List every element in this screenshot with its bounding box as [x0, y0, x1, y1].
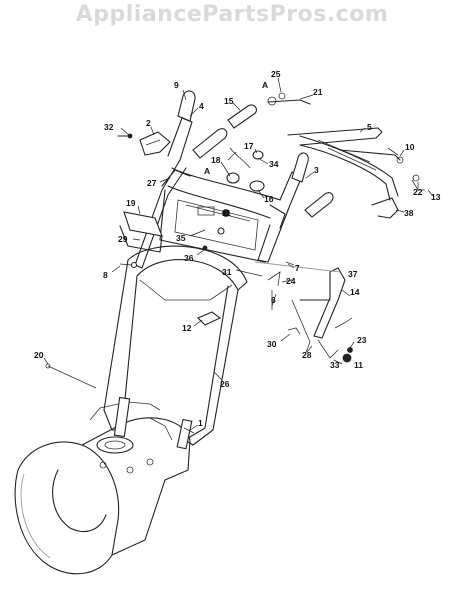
callout-3: 3	[314, 165, 319, 175]
callout-37: 37	[348, 269, 358, 279]
grip-15	[227, 104, 257, 129]
callout-38: 38	[404, 208, 414, 218]
callout-25: 25	[271, 69, 281, 79]
callout-21: 21	[313, 87, 323, 97]
control-linkages	[267, 92, 425, 219]
callout-15: 15	[224, 96, 234, 106]
callout-30: 30	[267, 339, 277, 349]
callout-32: 32	[104, 122, 114, 132]
right-arm	[254, 261, 346, 356]
leader-lines	[43, 77, 434, 431]
callout-29: 29	[118, 234, 128, 244]
callout-11-upper: 11	[222, 208, 231, 218]
callout-28: 28	[302, 350, 312, 360]
hand-grips	[177, 90, 334, 218]
callout-labels: 9 4 15 A 25 21 5 32 2 17 10 34 18 A 27 3…	[34, 69, 441, 428]
callout-11-lower: 11	[354, 360, 363, 370]
auger-housing	[14, 401, 191, 575]
callout-a-lower: A	[204, 166, 210, 176]
callout-9: 9	[174, 80, 179, 90]
callout-18: 18	[211, 155, 221, 165]
callout-19: 19	[126, 198, 136, 208]
callout-33: 33	[330, 360, 340, 370]
small-hardware	[45, 147, 353, 434]
callout-20: 20	[34, 350, 44, 360]
callout-35: 35	[176, 233, 186, 243]
callout-16: 16	[264, 194, 274, 204]
callout-14: 14	[350, 287, 360, 297]
callout-31: 31	[222, 267, 232, 277]
left-controls	[117, 131, 171, 253]
callout-4: 4	[199, 101, 204, 111]
callout-24: 24	[286, 276, 296, 286]
callout-34: 34	[269, 159, 279, 169]
callout-12: 12	[182, 323, 192, 333]
callout-6: 6	[271, 295, 276, 305]
callout-5: 5	[367, 122, 372, 132]
callout-23: 23	[357, 335, 367, 345]
callout-10: 10	[405, 142, 415, 152]
callout-2: 2	[146, 118, 151, 128]
upper-handle	[134, 117, 303, 269]
lower-handle	[103, 245, 248, 450]
callout-22: 22	[413, 187, 423, 197]
callout-8: 8	[103, 270, 108, 280]
callout-13: 13	[431, 192, 441, 202]
callout-27: 27	[147, 178, 157, 188]
callout-17: 17	[244, 141, 254, 151]
callout-a-upper: A	[262, 80, 268, 90]
watermark-text: AppliancePartsPros.com	[75, 2, 389, 27]
callout-26: 26	[220, 379, 230, 389]
callout-7: 7	[295, 263, 300, 273]
callout-36: 36	[184, 253, 194, 263]
callout-1: 1	[198, 418, 203, 428]
